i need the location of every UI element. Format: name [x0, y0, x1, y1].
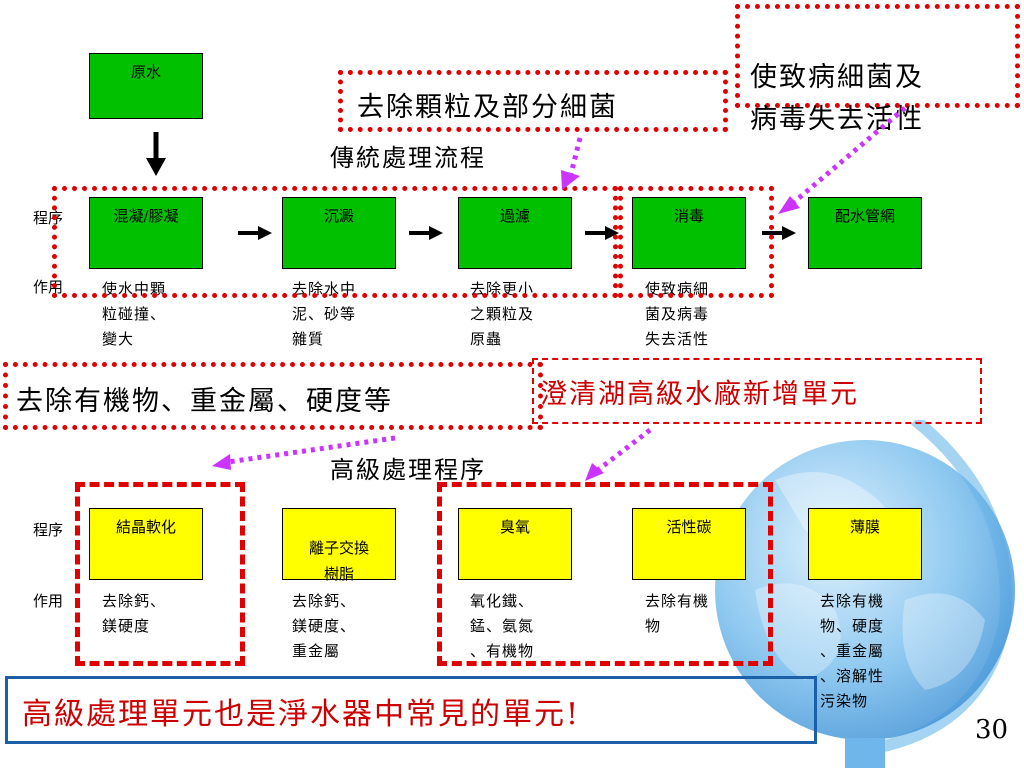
- step-ozone-label: 臭氧: [499, 518, 530, 536]
- step-distribution-box: 配水管網: [808, 197, 922, 269]
- right-arrow: [409, 226, 443, 240]
- globe-illustration: [715, 420, 1015, 768]
- effect-membrane: 去除有機 物、硬度 、重金屬 、溶解性 污染物: [820, 592, 885, 710]
- pointer-filter: [567, 137, 583, 179]
- bottom-callout-text: 高級處理單元也是淨水器中常見的單元!: [22, 697, 581, 732]
- effect-ion-exchange: 去除鈣、 鎂硬度、 重金屬: [292, 592, 357, 660]
- step-filtration-label: 過濾: [499, 207, 530, 225]
- traditional-group-frame: [52, 186, 618, 298]
- step-crystal-softening-box: 結晶軟化: [89, 508, 203, 580]
- right-arrow: [238, 226, 272, 240]
- traditional-heading: 傳統處理流程: [330, 144, 486, 172]
- advanced-heading: 高級處理程序: [330, 456, 486, 484]
- step-sedimentation-label: 沉澱: [323, 207, 354, 225]
- step-ion-exchange-label: 離子交換 樹脂: [308, 539, 369, 583]
- step-distribution-label: 配水管網: [834, 207, 895, 225]
- step-disinfection-label: 消毒: [673, 207, 704, 225]
- step-crystal-softening-label: 結晶軟化: [115, 518, 176, 536]
- chengqing-callout: 澄清湖高級水廠新增單元: [532, 358, 982, 424]
- step-coagulation-box: 混凝/膠凝: [89, 197, 203, 269]
- step-activated-carbon-label: 活性碳: [666, 518, 712, 536]
- new-units-frame: [437, 482, 773, 666]
- step-membrane-label: 薄膜: [849, 518, 880, 536]
- filter-callout-text: 去除顆粒及部分細菌: [357, 92, 618, 123]
- crystal-softening-frame: [75, 482, 245, 666]
- pointer-organics: [227, 435, 396, 465]
- step-disinfection-box: 消毒: [632, 197, 746, 269]
- step-sedimentation-box: 沉澱: [282, 197, 396, 269]
- advanced-function-label: 作用: [33, 592, 64, 610]
- effect-disinfection: 使致病細 菌及病毒 失去活性: [645, 280, 710, 348]
- step-ozone-box: 臭氧: [458, 508, 572, 580]
- source-water-box: 原水: [89, 53, 203, 119]
- source-water-label: 原水: [130, 63, 161, 81]
- effect-activated-carbon: 去除有機 物: [645, 592, 710, 635]
- step-activated-carbon-box: 活性碳: [632, 508, 746, 580]
- step-coagulation-label: 混凝/膠凝: [113, 207, 179, 225]
- page-number: 30: [975, 715, 1009, 745]
- effect-crystal-softening: 去除鈣、 鎂硬度: [102, 592, 167, 635]
- disinfect-callout: 使致病細菌及 病毒失去活性: [735, 4, 1020, 135]
- right-arrow: [585, 226, 619, 240]
- chengqing-callout-text: 澄清湖高級水廠新增單元: [540, 379, 859, 410]
- step-membrane-box: 薄膜: [808, 508, 922, 580]
- disinfection-frame: [618, 186, 774, 298]
- bottom-callout: 高級處理單元也是淨水器中常見的單元!: [5, 676, 817, 744]
- down-arrow: [146, 132, 166, 176]
- advanced-process-label: 程序: [33, 521, 64, 539]
- effect-ozone: 氧化鐵、 錳、氨氮 、有機物: [470, 592, 535, 660]
- filter-callout: 去除顆粒及部分細菌: [338, 70, 728, 132]
- pointer-disinfect: [791, 106, 907, 205]
- disinfect-callout-text: 使致病細菌及 病毒失去活性: [750, 62, 924, 135]
- organics-callout: 去除有機物、重金屬、硬度等: [3, 362, 543, 430]
- pointer-chengqing: [596, 428, 652, 472]
- organics-callout-text: 去除有機物、重金屬、硬度等: [16, 386, 393, 417]
- step-filtration-box: 過濾: [458, 197, 572, 269]
- step-ion-exchange-box: 離子交換 樹脂: [282, 508, 396, 583]
